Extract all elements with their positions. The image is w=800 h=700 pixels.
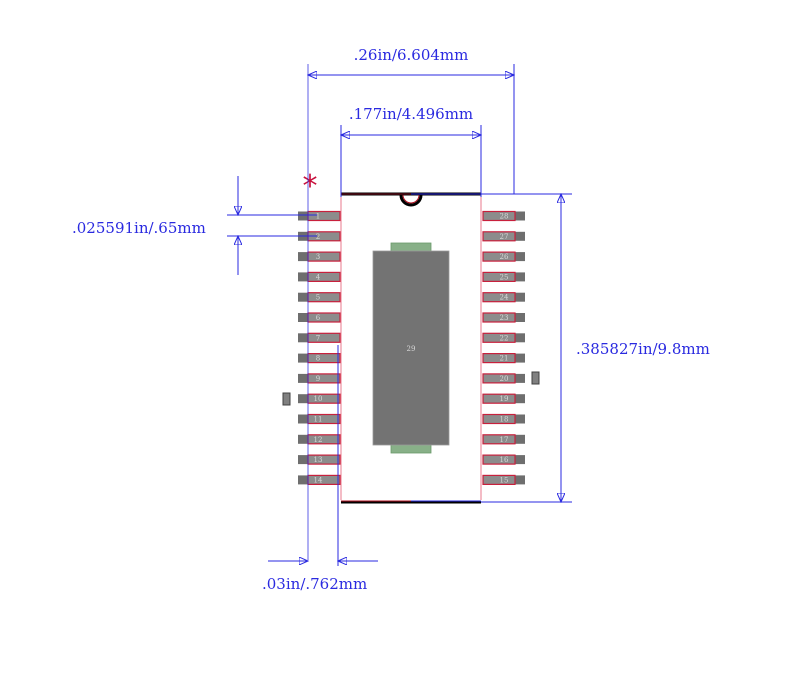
right-pad-row: 28 27 26 25 24 23 22 21 20 19 18 17 16 15 — [482, 210, 525, 485]
pad-19: 19 — [482, 393, 525, 404]
pad-number: 2 — [316, 233, 320, 241]
pad-number: 7 — [316, 334, 320, 342]
dimension-pitch: .025591in/.65mm — [72, 176, 317, 275]
overall-width-label: .26in/6.604mm — [354, 46, 469, 64]
pad-number: 20 — [500, 375, 509, 383]
pad-outline — [307, 292, 341, 303]
pad-7: 7 — [298, 332, 341, 343]
pad-number: 28 — [500, 213, 509, 221]
pad-number: 11 — [314, 416, 323, 424]
dimension-pad-length: .03in/.762mm — [262, 345, 378, 593]
pad-outline — [307, 332, 341, 343]
pad-27: 27 — [482, 231, 525, 242]
pin1-marker: * — [303, 169, 318, 204]
thermal-pad-number: 29 — [407, 345, 416, 353]
pad-outline — [482, 312, 516, 323]
pad-outline — [482, 353, 516, 364]
pad-15: 15 — [482, 474, 525, 485]
pad-number: 3 — [316, 253, 320, 261]
pitch-label: .025591in/.65mm — [72, 219, 206, 237]
side-marker-left — [282, 392, 291, 406]
pad-number: 12 — [314, 436, 323, 444]
pad-outline — [307, 373, 341, 384]
pad-outline — [307, 353, 341, 364]
pad-13: 13 — [298, 454, 341, 465]
pad-number: 6 — [316, 314, 321, 322]
pad-outline — [307, 271, 341, 282]
pad-12: 12 — [298, 434, 341, 445]
pad-number: 8 — [316, 355, 320, 363]
pad-4: 4 — [298, 271, 341, 282]
pad-number: 18 — [500, 416, 509, 424]
pad-outline — [482, 474, 516, 485]
pad-number: 1 — [316, 213, 320, 221]
pad-number: 16 — [500, 456, 509, 464]
pad-number: 10 — [314, 395, 323, 403]
pad-6: 6 — [298, 312, 341, 323]
pad-24: 24 — [482, 292, 525, 303]
pad-number: 5 — [316, 294, 320, 302]
pad-28: 28 — [482, 210, 525, 222]
pin1-notch-icon — [399, 194, 423, 207]
pad-outline — [307, 210, 341, 222]
pad-outline — [482, 332, 516, 343]
pad-22: 22 — [482, 332, 525, 343]
dimension-body-length: .385827in/9.8mm — [481, 194, 710, 502]
pad-number: 14 — [314, 476, 323, 484]
dimension-body-width: .177in/4.496mm — [341, 105, 481, 197]
pad-5: 5 — [298, 292, 341, 303]
pad-number: 24 — [500, 294, 509, 302]
pad-10: 10 — [298, 393, 341, 404]
pad-outline — [307, 251, 341, 262]
pad-number: 27 — [500, 233, 509, 241]
pad-23: 23 — [482, 312, 525, 323]
pad-number: 25 — [500, 273, 509, 281]
pad-20: 20 — [482, 373, 525, 384]
pad-outline — [482, 251, 516, 262]
pad-outline — [482, 231, 516, 242]
pad-3: 3 — [298, 251, 341, 262]
pad-number: 21 — [500, 355, 509, 363]
pad-number: 13 — [314, 456, 323, 464]
pad-17: 17 — [482, 434, 525, 445]
pad-9: 9 — [298, 373, 341, 384]
pad-21: 21 — [482, 353, 525, 364]
pad-number: 22 — [500, 334, 509, 342]
pad-number: 19 — [500, 395, 509, 403]
pad-number: 15 — [500, 476, 509, 484]
pad-outline — [482, 271, 516, 282]
body-length-label: .385827in/9.8mm — [576, 340, 710, 358]
pad-26: 26 — [482, 251, 525, 262]
pad-11: 11 — [298, 413, 341, 425]
pad-8: 8 — [298, 353, 341, 364]
pad-number: 4 — [316, 273, 321, 281]
pad-outline — [482, 413, 516, 425]
pad-number: 17 — [500, 436, 509, 444]
pad-16: 16 — [482, 454, 525, 465]
pad-length-label: .03in/.762mm — [262, 575, 367, 593]
dimension-overall-width: .26in/6.604mm — [308, 46, 514, 560]
thermal-pad — [372, 250, 450, 446]
pad-25: 25 — [482, 271, 525, 282]
side-marker-right — [531, 371, 540, 385]
pad-1: 1 — [298, 210, 341, 222]
pad-14: 14 — [298, 474, 341, 485]
pad-number: 26 — [500, 253, 509, 261]
pad-number: 23 — [500, 314, 509, 322]
body-width-label: .177in/4.496mm — [349, 105, 473, 123]
component-body-outline — [340, 192, 482, 504]
pad-number: 9 — [316, 375, 320, 383]
pad-outline — [482, 454, 516, 465]
pad-outline — [482, 373, 516, 384]
pad-outline — [307, 312, 341, 323]
pad-outline — [482, 434, 516, 445]
pad-outline — [482, 292, 516, 303]
pad-outline — [482, 210, 516, 222]
pad-18: 18 — [482, 413, 525, 425]
pad-outline — [482, 393, 516, 404]
